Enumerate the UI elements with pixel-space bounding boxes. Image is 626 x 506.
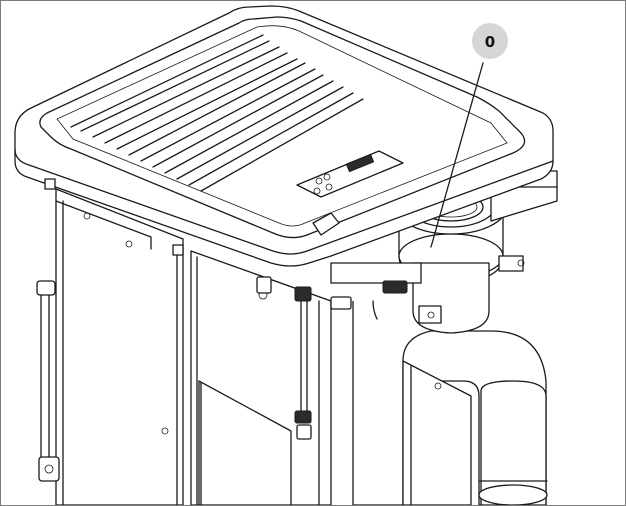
control-panel <box>296 150 404 198</box>
flue-duct <box>352 300 548 505</box>
side-handle-rail <box>36 280 60 482</box>
cable-connector-bottom <box>294 410 312 424</box>
left-side-panel <box>55 188 184 505</box>
callout-leader-line <box>430 62 484 248</box>
display-window <box>345 153 375 173</box>
lid-ribs <box>70 34 364 192</box>
callout-bubble <box>472 23 508 59</box>
callout-0: 0 <box>430 23 508 248</box>
callout-label: 0 <box>485 33 495 51</box>
front-cabinet <box>190 250 332 505</box>
top-lid <box>14 5 554 294</box>
cable-connector-top <box>294 286 312 302</box>
lid-handle <box>312 212 340 236</box>
